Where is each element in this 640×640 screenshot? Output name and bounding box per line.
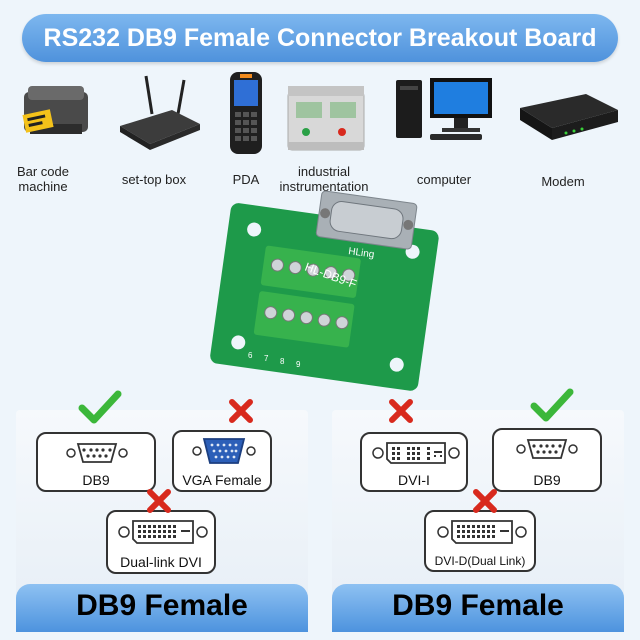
industrial-meter-icon — [287, 86, 365, 151]
set-top-box-icon — [120, 75, 200, 150]
board-pin-label: 8 — [280, 357, 285, 366]
device-label-set-top-box: set-top box — [121, 172, 187, 187]
board-brand: HLing — [348, 246, 375, 261]
check-icon — [530, 388, 574, 422]
connector-label: DB9 — [82, 472, 110, 488]
device-row: Bar code machine set-top box PDA industr… — [0, 68, 640, 198]
connector-card-db9: DB9 — [492, 428, 602, 492]
connector-label: DB9 — [533, 472, 561, 488]
device-label-computer: computer — [416, 172, 472, 187]
vga-port-icon — [192, 438, 256, 464]
connector-card-vga: VGA Female — [172, 430, 272, 492]
connector-card-dvi-i: DVI-I — [360, 432, 468, 492]
connector-card-db9: DB9 — [36, 432, 156, 492]
dvi-i-port-icon — [372, 442, 460, 464]
db9-port-icon — [516, 439, 578, 459]
computer-icon — [396, 78, 492, 140]
connector-label: DVI-I — [398, 472, 430, 488]
device-label-pda: PDA — [232, 172, 260, 187]
connector-label: DVI-D(Dual Link) — [434, 554, 526, 568]
board-pin-label: 6 — [248, 351, 253, 360]
connector-card-dvi-d-dual-link: DVI-D(Dual Link) — [424, 510, 536, 572]
db9-port-icon — [66, 443, 128, 463]
device-label-barcode: Bar code machine — [16, 164, 70, 194]
board-pin-label: 9 — [296, 360, 301, 369]
right-footer-label: DB9 Female — [332, 584, 624, 632]
breakout-board: HLing HL-DB9-F 6 7 8 9 — [210, 190, 439, 391]
connector-card-dual-link-dvi: Dual-link DVI — [106, 510, 216, 574]
dvi-d-port-icon — [437, 520, 527, 544]
cross-icon — [147, 489, 171, 513]
board-pin-label: 7 — [264, 354, 269, 363]
connector-label: Dual-link DVI — [120, 554, 202, 570]
modem-icon — [520, 94, 618, 140]
page-title: RS232 DB9 Female Connector Breakout Boar… — [22, 14, 618, 62]
barcode-printer-icon — [22, 86, 88, 134]
connector-label: VGA Female — [182, 472, 262, 488]
dvi-port-icon — [118, 520, 208, 544]
pda-icon — [230, 72, 262, 154]
device-label-modem: Modem — [541, 174, 585, 189]
cross-icon — [229, 399, 253, 423]
device-label-industrial: industrial instrumentation — [279, 164, 369, 194]
check-icon — [78, 390, 122, 424]
left-footer-label: DB9 Female — [16, 584, 308, 632]
cross-icon — [473, 489, 497, 513]
cross-icon — [389, 399, 413, 423]
